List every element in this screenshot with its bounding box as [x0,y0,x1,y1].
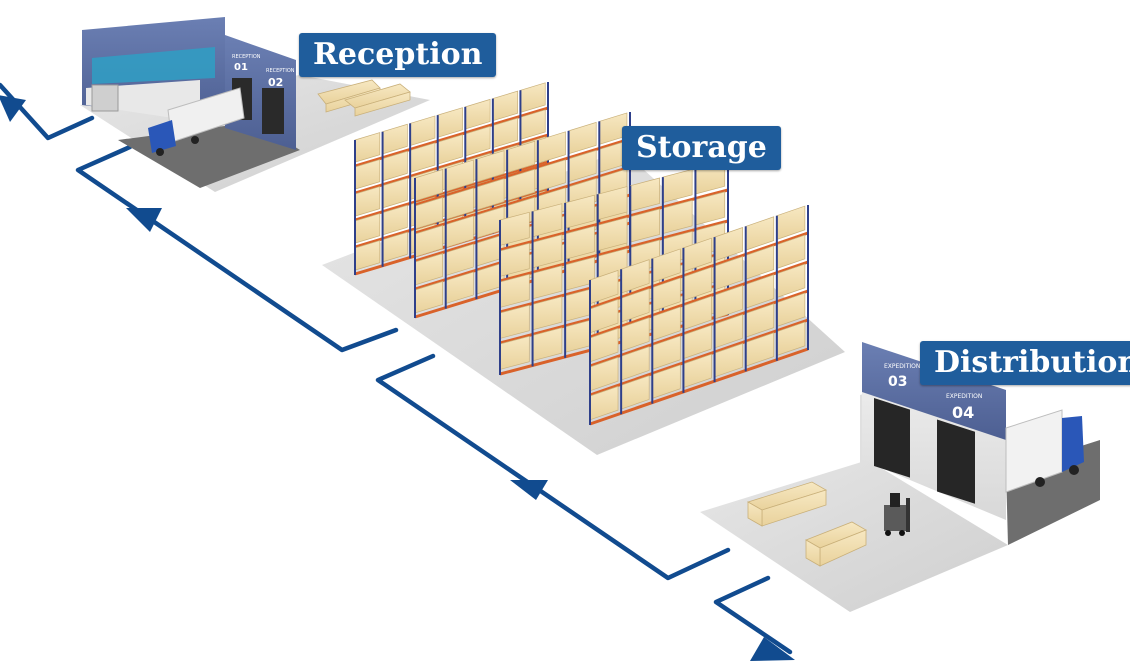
reception-truck [148,87,245,156]
distribution-dock-number-3: 03 [888,374,907,390]
reception-garage-door [91,84,119,112]
arrowhead-to-storage [126,208,162,232]
distribution-truck [1005,409,1084,493]
rack-beam [414,137,631,207]
rack-beam [499,188,729,252]
rack-beam [589,347,809,426]
storage-box [520,82,546,113]
distribution-dock-door-03 [874,397,910,478]
flow-line-storage-to-distribution [375,353,731,581]
storage-box [662,168,693,204]
arrowhead-to-distribution [510,480,548,500]
rack-beam [414,165,631,235]
rack-beam [589,318,809,397]
distribution-area: EXPEDITION 03 EXPEDITION 04 [700,342,1100,612]
rack-beam [589,231,809,310]
reception-label: Reception [299,33,497,77]
rack-beam [354,133,549,195]
rack-beam [589,289,809,368]
arrowhead-entry [0,95,26,122]
rack-beam [499,219,729,283]
arrowhead-exit [750,637,795,661]
storage-box [437,107,463,138]
flow-line-reception-to-storage [75,144,399,353]
reception-office-windows [92,47,215,84]
rack-beam [589,260,809,339]
distribution-pallet-boxes [747,481,867,567]
reception-dock-caption-2: RECEPTION [266,68,295,74]
storage-rack [589,205,809,426]
rack-beam [354,160,549,222]
distribution-dock-caption-3: EXPEDITION [884,363,920,370]
reception-pallet-boxes [317,79,411,117]
reception-area: RECEPTION 01 RECEPTION 02 [80,17,430,192]
flow-line-exit [713,575,793,655]
flow-arrowheads [0,95,795,661]
reception-dock-caption-1: RECEPTION [232,54,261,60]
distribution-dock-caption-4: EXPEDITION [946,393,982,400]
storage-box [492,90,519,122]
distribution-dock-number-4: 04 [952,403,974,422]
rack-beam [354,106,549,168]
storage-label: Storage [622,126,781,170]
storage-box [354,132,381,163]
storage-box [464,98,491,130]
distribution-facade-band [862,342,1006,440]
flow-arrows [0,82,793,655]
reception-dock-door-02 [262,88,284,134]
reception-dock-number-2: 02 [268,76,283,89]
reception-dock-number-1: 01 [234,62,248,73]
storage-box [409,115,436,147]
distribution-forklift [884,493,910,536]
distribution-label: Distribution [920,341,1130,385]
storage-area [322,82,845,455]
storage-racks [354,82,809,426]
distribution-dock-door-04 [937,419,975,504]
storage-box [382,123,408,155]
